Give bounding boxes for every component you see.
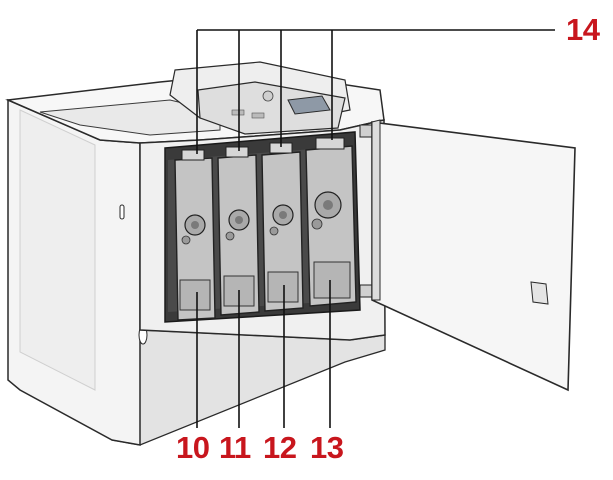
display-screen [287,95,331,115]
cover-latch [530,281,549,305]
callout-12: 12 [263,430,297,465]
callout-14-leaders [196,29,555,154]
front-cover [371,121,576,392]
callout-11: 11 [219,430,251,465]
toner-cartridge-12 [261,142,304,312]
operation-panel [197,81,346,135]
callout-10: 10 [176,430,210,465]
toner-cartridge-13 [305,137,357,307]
callout-14: 14 [566,12,600,47]
output-tray [39,99,221,136]
toner-cartridge-11 [217,146,260,316]
callout-13: 13 [310,430,344,465]
toner-cartridge-10 [174,149,216,321]
bottom-callout-leaders [196,280,331,428]
